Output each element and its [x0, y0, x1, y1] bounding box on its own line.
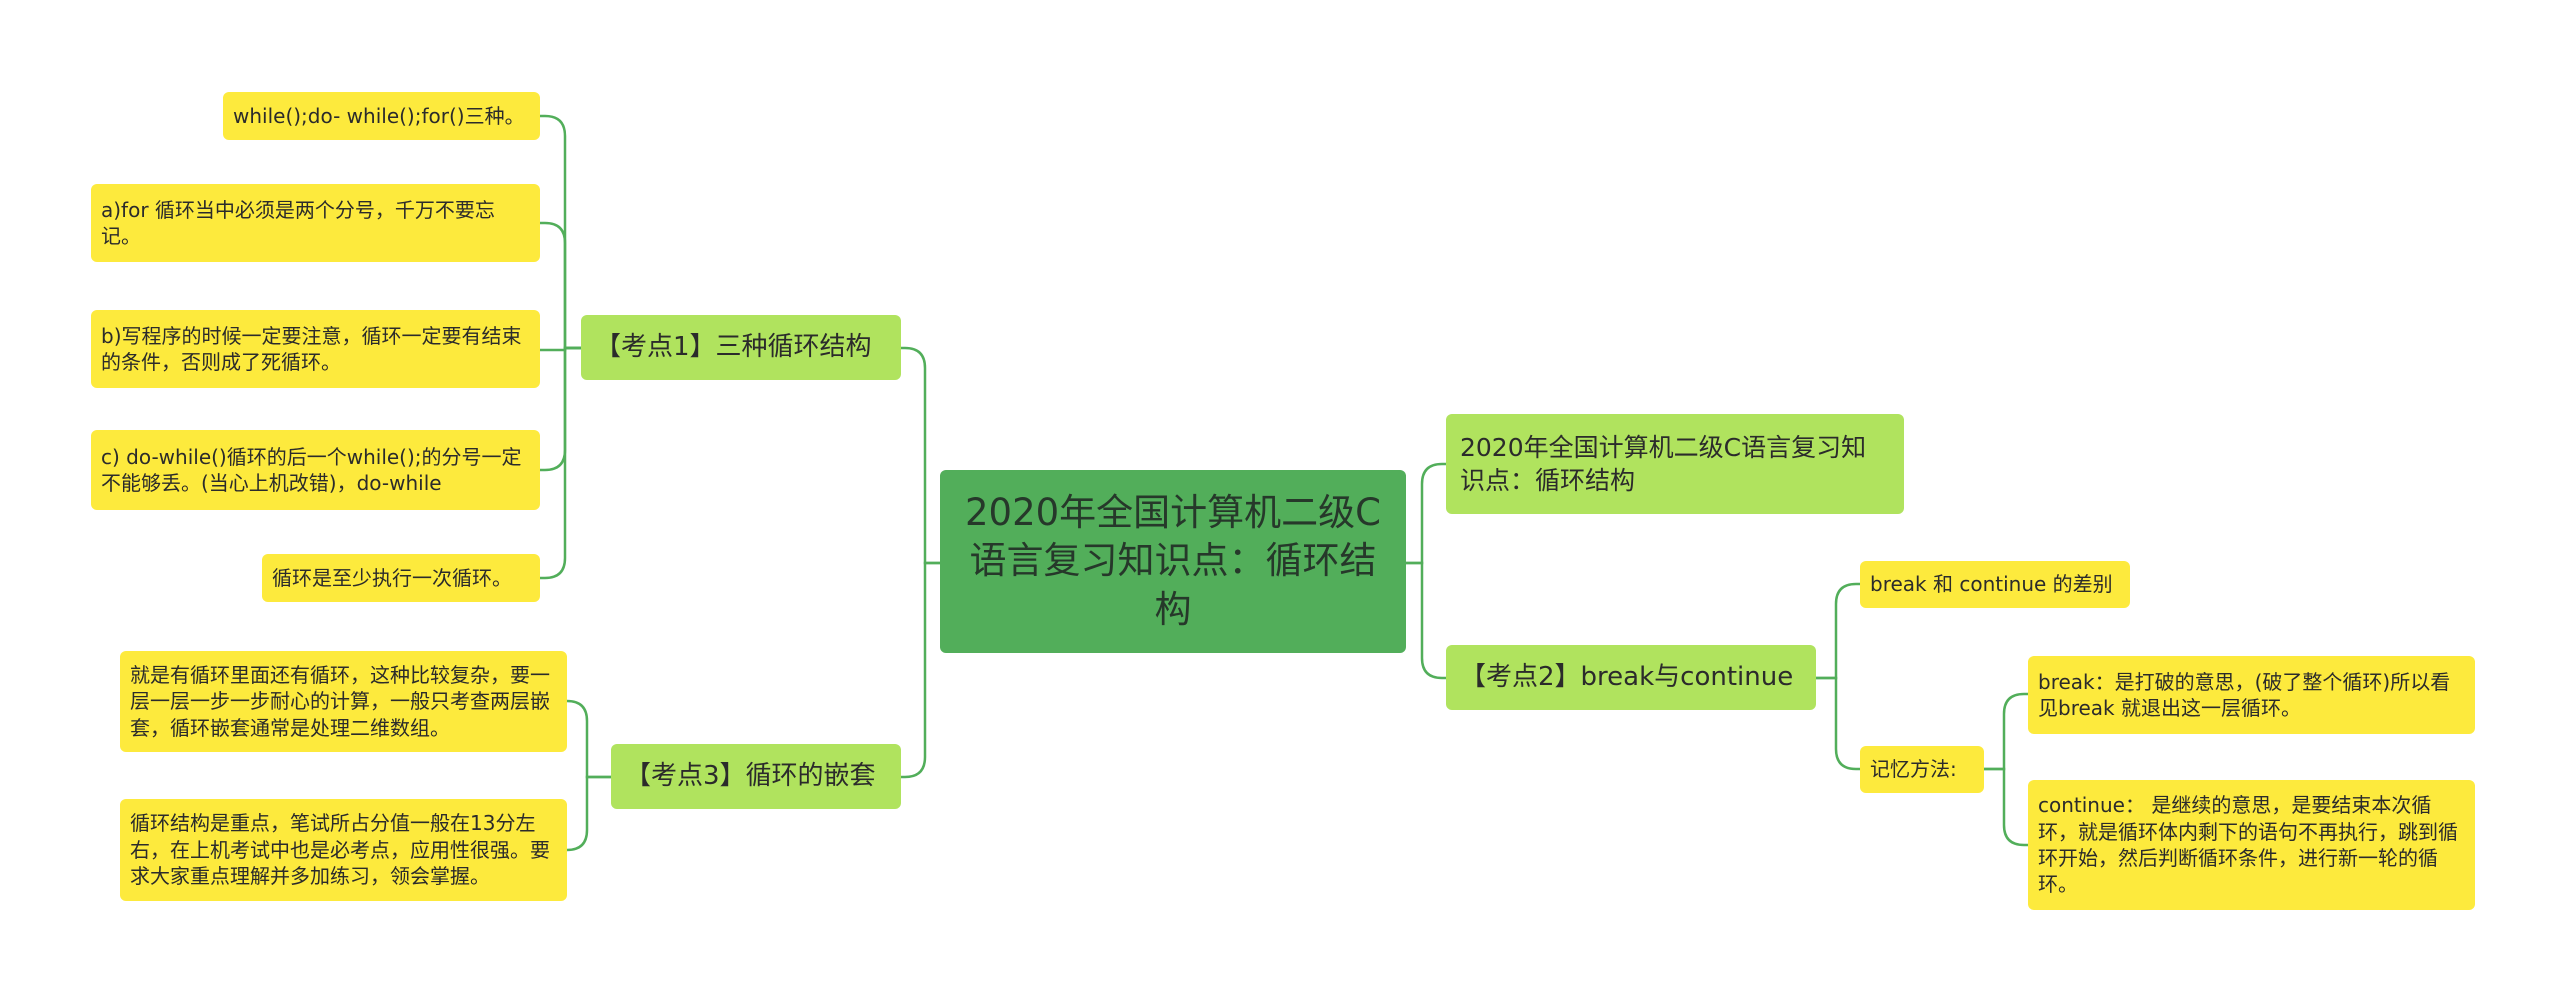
leaf-text: 循环结构是重点，笔试所占分值一般在13分左右，在上机考试中也是必考点，应用性很强… — [130, 811, 550, 889]
leaf-text: a)for 循环当中必须是两个分号，千万不要忘记。 — [101, 197, 495, 248]
topic1-leaf-2[interactable]: a)for 循环当中必须是两个分号，千万不要忘记。 — [91, 184, 540, 262]
memory-label: 记忆方法: — [1870, 757, 1957, 782]
connector-topic1-leaf4 — [538, 346, 583, 472]
leaf-text: break：是打破的意思，(破了整个循环)所以看见break 就退出这一层循环。 — [2038, 669, 2451, 720]
topic1-leaf-3[interactable]: b)写程序的时候一定要注意，循环一定要有结束的条件，否则成了死循环。 — [91, 310, 540, 388]
root-label: 2020年全国计算机二级C语言复习知识点：循环结构 — [965, 491, 1381, 631]
connector-root-title — [1404, 462, 1448, 565]
topic1-label: 【考点1】三种循环结构 — [595, 332, 872, 363]
root-node[interactable]: 2020年全国计算机二级C语言复习知识点：循环结构 — [940, 470, 1406, 653]
connector-topic3-leaf1 — [565, 699, 613, 779]
topic3-leaf-2[interactable]: 循环结构是重点，笔试所占分值一般在13分左右，在上机考试中也是必考点，应用性很强… — [120, 799, 567, 901]
leaf-text: c) do-while()循环的后一个while();的分号一定不能够丢。(当心… — [101, 444, 522, 495]
memory-continue-node[interactable]: continue： 是继续的意思，是要结束本次循环，就是循环体内剩下的语句不再执… — [2028, 780, 2475, 910]
leaf-text: continue： 是继续的意思，是要结束本次循环，就是循环体内剩下的语句不再执… — [2038, 793, 2458, 897]
topic2-diff-node[interactable]: break 和 continue 的差别 — [1860, 561, 2130, 608]
topic2-label: 【考点2】break与continue — [1460, 662, 1794, 693]
topic2-node[interactable]: 【考点2】break与continue — [1446, 645, 1816, 710]
connector-memory-continue — [1982, 767, 2030, 847]
connector-root-topic1 — [898, 346, 942, 565]
leaf-text: while();do- while();for()三种。 — [233, 103, 525, 128]
connector-topic1-leaf5 — [538, 346, 583, 580]
connector-topic3-leaf2 — [565, 775, 613, 852]
title-node-label: 2020年全国计算机二级C语言复习知识点：循环结构 — [1460, 433, 1867, 495]
topic3-node[interactable]: 【考点3】循环的嵌套 — [611, 744, 901, 809]
memory-method-node[interactable]: 记忆方法: — [1860, 746, 1984, 793]
connector-root-topic3 — [898, 561, 942, 779]
leaf-text: 循环是至少执行一次循环。 — [272, 565, 512, 590]
topic3-label: 【考点3】循环的嵌套 — [625, 761, 876, 792]
connector-topic2-memory — [1814, 676, 1862, 771]
diff-label: break 和 continue 的差别 — [1870, 572, 2113, 597]
connector-memory-break — [1982, 692, 2030, 771]
connector-topic1-leaf1 — [538, 114, 583, 350]
connector-root-topic2 — [1404, 561, 1448, 680]
connector-topic1-leaf2 — [538, 221, 583, 350]
topic3-leaf-1[interactable]: 就是有循环里面还有循环，这种比较复杂，要一层一层一步一步耐心的计算，一般只考查两… — [120, 651, 567, 752]
leaf-text: b)写程序的时候一定要注意，循环一定要有结束的条件，否则成了死循环。 — [101, 323, 522, 374]
topic1-leaf-1[interactable]: while();do- while();for()三种。 — [223, 92, 540, 140]
connector-topic2-diff — [1814, 582, 1862, 680]
title-node[interactable]: 2020年全国计算机二级C语言复习知识点：循环结构 — [1446, 414, 1904, 514]
topic1-leaf-4[interactable]: c) do-while()循环的后一个while();的分号一定不能够丢。(当心… — [91, 430, 540, 510]
topic1-leaf-5[interactable]: 循环是至少执行一次循环。 — [262, 554, 540, 602]
topic1-node[interactable]: 【考点1】三种循环结构 — [581, 315, 901, 380]
memory-break-node[interactable]: break：是打破的意思，(破了整个循环)所以看见break 就退出这一层循环。 — [2028, 656, 2475, 734]
leaf-text: 就是有循环里面还有循环，这种比较复杂，要一层一层一步一步耐心的计算，一般只考查两… — [130, 662, 550, 740]
